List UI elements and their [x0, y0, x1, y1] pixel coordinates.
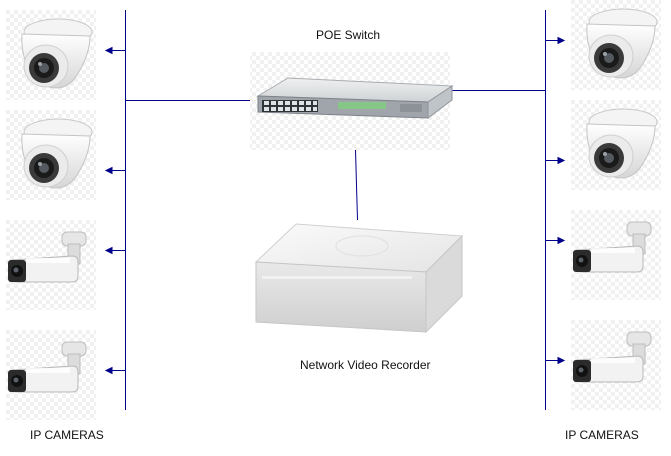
nvr-icon — [254, 223, 464, 334]
bullet-camera-icon — [5, 220, 97, 310]
arrow-icon — [104, 166, 113, 175]
dome-camera-icon — [570, 0, 662, 90]
dome-camera-icon — [5, 110, 97, 200]
arrow-icon — [557, 356, 566, 365]
arrow-icon — [557, 156, 566, 165]
poe-switch-label: POE Switch — [316, 28, 381, 42]
connection-lines — [104, 10, 566, 410]
arrow-icon — [104, 366, 113, 375]
right-cameras-label: IP CAMERAS — [565, 428, 639, 442]
right-arrows — [545, 36, 566, 365]
dome-camera-icon — [570, 100, 662, 190]
left-arrows — [104, 46, 125, 375]
nvr-label: Network Video Recorder — [300, 358, 431, 372]
bullet-camera-icon — [5, 330, 97, 420]
arrow-icon — [104, 246, 113, 255]
bullet-camera-icon — [570, 210, 662, 300]
arrow-icon — [557, 36, 566, 45]
arrow-icon — [557, 236, 566, 245]
right-camera-group — [570, 0, 662, 410]
bullet-camera-icon — [570, 320, 662, 410]
left-camera-group — [5, 10, 97, 420]
poe-switch-icon — [250, 52, 454, 150]
arrow-icon — [104, 46, 113, 55]
dome-camera-icon — [5, 10, 97, 100]
left-cameras-label: IP CAMERAS — [30, 428, 104, 442]
